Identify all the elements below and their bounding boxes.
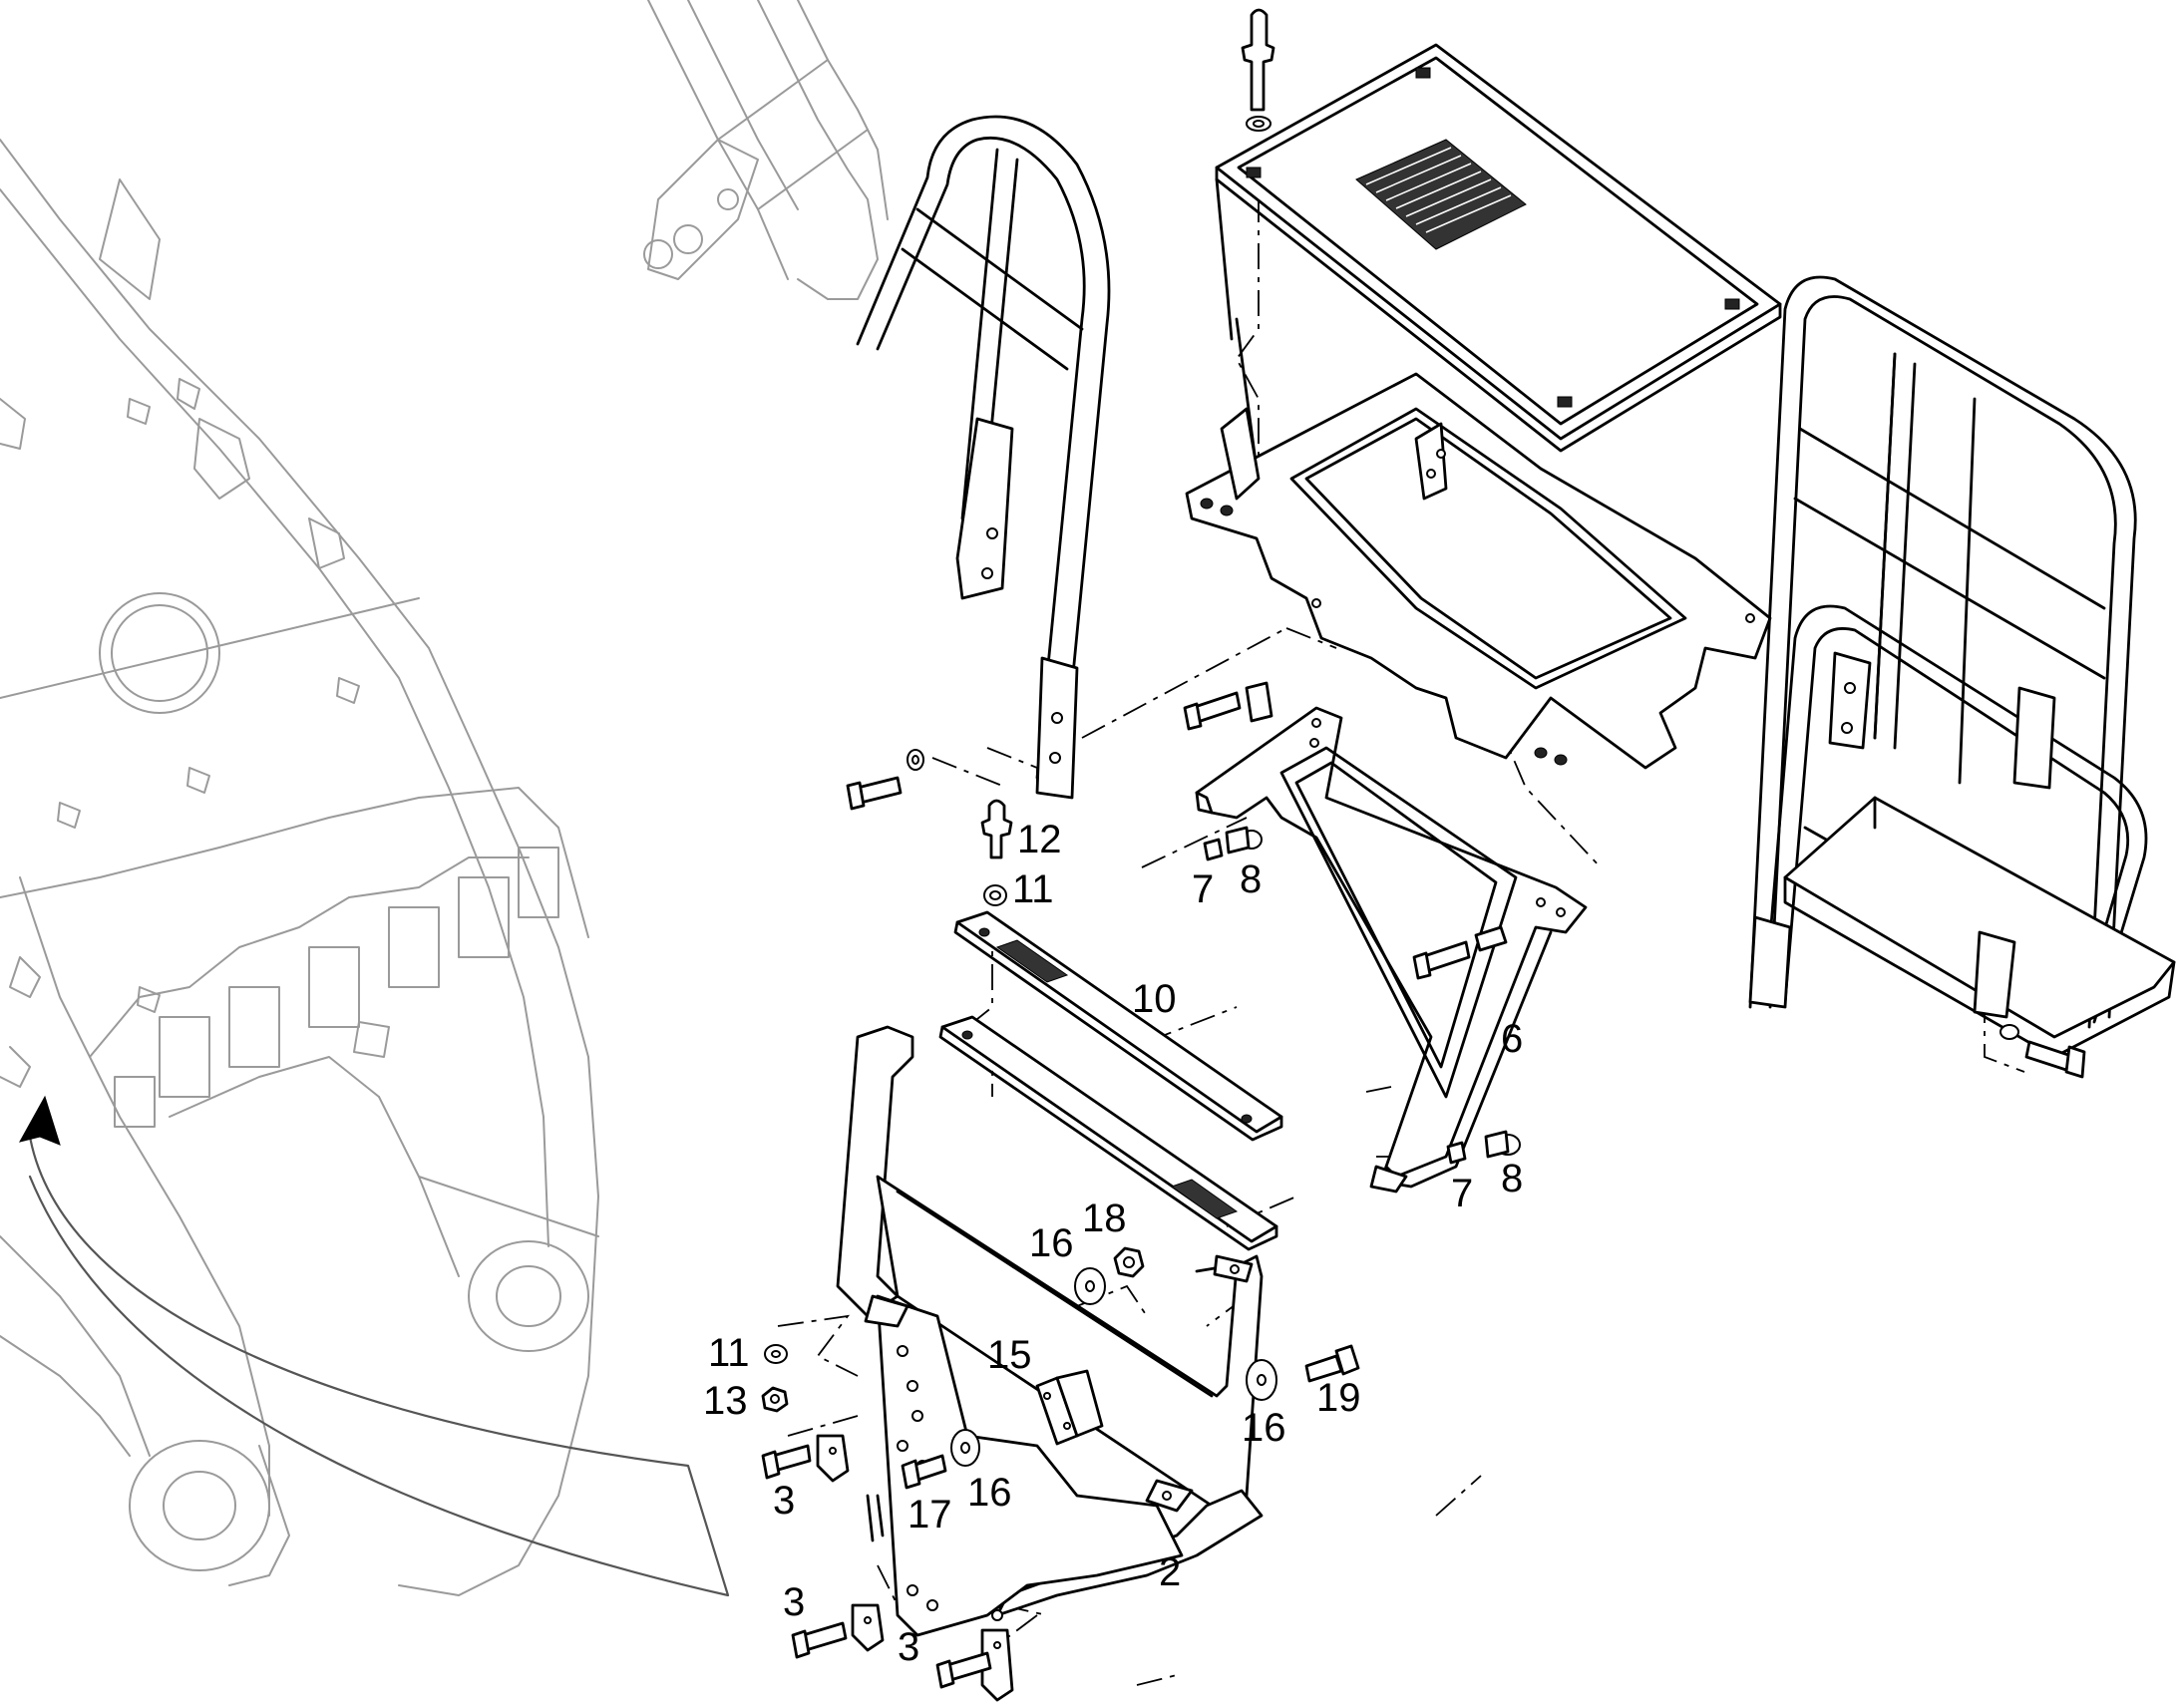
left-handrail	[856, 115, 1111, 800]
callout-16-right: 16	[1242, 1406, 1286, 1450]
callout-13: 13	[703, 1379, 748, 1423]
callout-3-b: 3	[783, 1580, 805, 1624]
platform-frame	[1185, 372, 1772, 770]
callout-16-lower: 16	[967, 1471, 1012, 1515]
bolt-12	[980, 799, 1013, 906]
callout-6: 6	[1501, 1017, 1523, 1061]
callout-17: 17	[908, 1493, 952, 1537]
callout-3-a: 3	[773, 1479, 795, 1523]
callout-11-lower: 11	[708, 1331, 750, 1375]
callout-7-lower: 7	[1451, 1172, 1473, 1215]
callout-10: 10	[1132, 977, 1177, 1021]
callouts: 12 11 10 7 8 6 7 8 16 18 11 13 15 16 19 …	[703, 818, 1523, 1669]
callout-12: 12	[1017, 818, 1062, 861]
hardware-11-13	[761, 1344, 789, 1413]
grating	[1355, 139, 1527, 250]
callout-19: 19	[1316, 1376, 1361, 1420]
callout-8-lower: 8	[1501, 1157, 1523, 1200]
parts-7-8-lower	[1446, 1130, 1521, 1165]
bracket-15	[1035, 1369, 1104, 1446]
step-treads-10	[938, 910, 1283, 1251]
callout-15: 15	[987, 1333, 1032, 1377]
callout-11-upper: 11	[1012, 867, 1054, 911]
tread-grip-1	[995, 939, 1069, 983]
callout-2: 2	[1159, 1550, 1181, 1594]
ladder-frame-2	[836, 1025, 1264, 1637]
parts-7-8-upper	[1203, 826, 1508, 980]
callout-3-c: 3	[898, 1625, 919, 1669]
right-handrail	[1748, 275, 2176, 1079]
foot-bolts	[846, 749, 924, 811]
support-bracket-6	[1183, 681, 1588, 1194]
hardware-16-18-19-17	[901, 1246, 1360, 1490]
callout-18: 18	[1082, 1196, 1127, 1240]
ghost-top-railing	[643, 0, 889, 300]
ghost-boom-arm	[0, 139, 730, 1597]
tread-grip-2	[1170, 1179, 1239, 1219]
callout-16-upper: 16	[1029, 1221, 1074, 1265]
callout-8-upper: 8	[1240, 857, 1262, 901]
top-bolt	[1241, 8, 1275, 132]
callout-7-upper: 7	[1192, 867, 1214, 911]
mount-plates-3	[761, 1434, 1014, 1702]
platform-top	[1215, 43, 1782, 471]
